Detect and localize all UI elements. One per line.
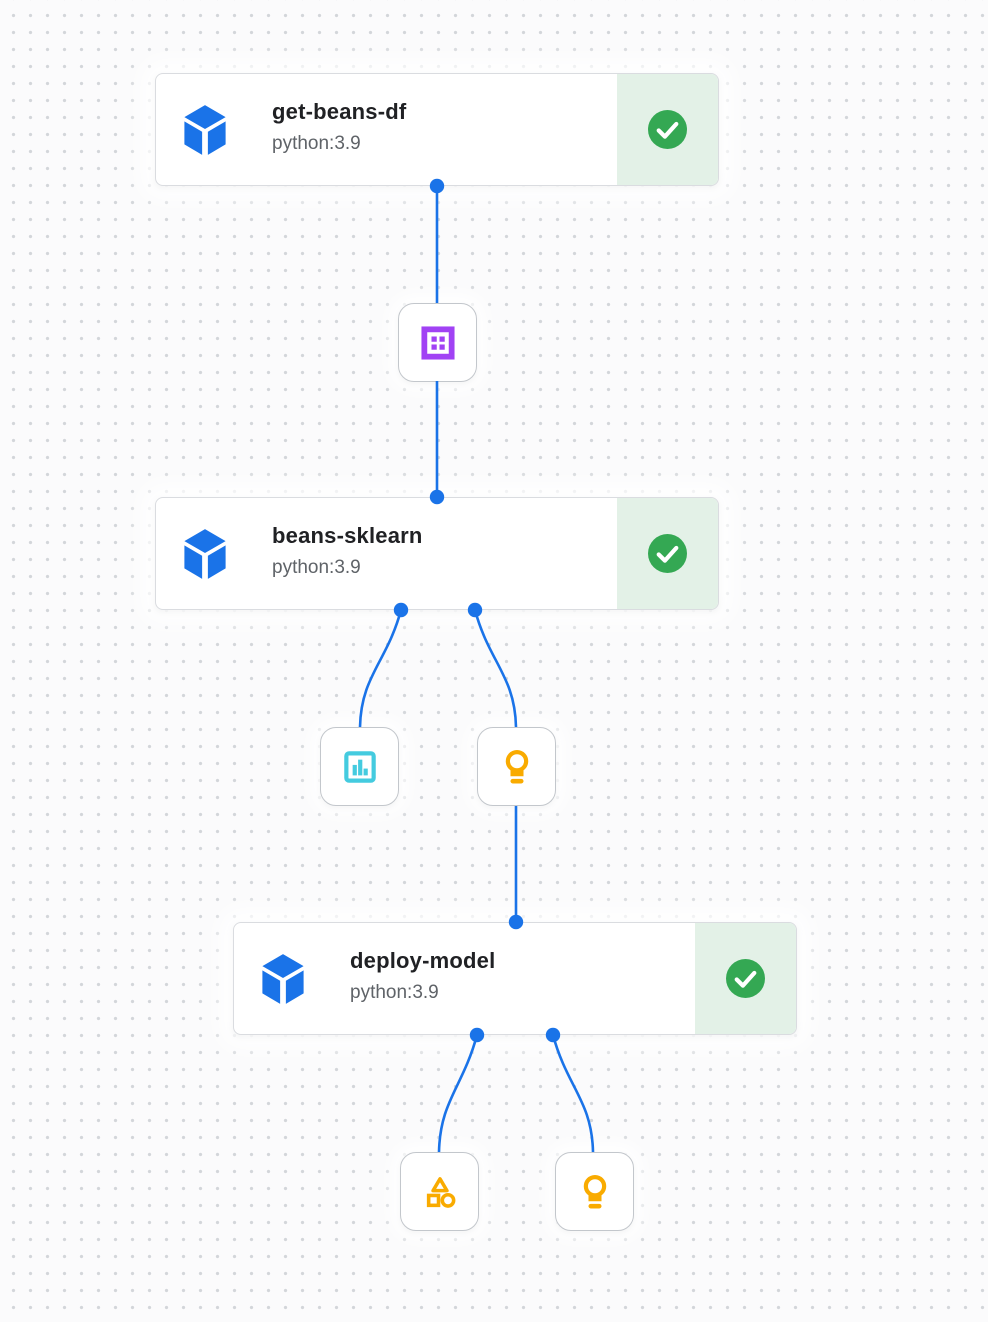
edge-beans-sklearn-to-lightbulb — [473, 609, 518, 728]
artifact-node-model[interactable] — [400, 1152, 479, 1231]
status-panel — [617, 74, 718, 185]
task-title: beans-sklearn — [272, 523, 423, 548]
artifact-node-dataset[interactable] — [398, 303, 477, 382]
cube-icon — [262, 953, 304, 1004]
status-panel — [617, 498, 718, 609]
lightbulb-icon — [583, 1174, 606, 1208]
artifact-node-metrics[interactable] — [320, 727, 399, 806]
bar-chart-icon — [343, 750, 376, 783]
task-runtime: python:3.9 — [272, 133, 361, 154]
shapes-model-icon — [426, 1176, 455, 1208]
edge-deploy-model-to-model — [437, 1034, 479, 1153]
lightbulb-icon — [505, 749, 528, 783]
task-runtime: python:3.9 — [272, 557, 361, 578]
status-panel — [695, 923, 796, 1034]
check-circle-icon — [648, 534, 687, 573]
task-node-beans-sklearn[interactable]: beans-sklearn python:3.9 — [155, 497, 719, 610]
task-title: get-beans-df — [272, 99, 407, 124]
edge-beans-sklearn-to-metrics — [358, 609, 403, 728]
task-title: deploy-model — [350, 948, 496, 973]
task-node-get-beans-df[interactable]: get-beans-df python:3.9 — [155, 73, 719, 186]
dataset-grid-icon — [420, 325, 455, 360]
task-node-deploy-model[interactable]: deploy-model python:3.9 — [233, 922, 797, 1035]
edge-deploy-model-to-lightbulb — [551, 1034, 595, 1153]
artifact-node-lightbulb[interactable] — [477, 727, 556, 806]
artifact-node-lightbulb[interactable] — [555, 1152, 634, 1231]
check-circle-icon — [726, 959, 765, 998]
cube-icon — [184, 528, 226, 579]
check-circle-icon — [648, 110, 687, 149]
cube-icon — [184, 104, 226, 155]
task-runtime: python:3.9 — [350, 982, 439, 1003]
